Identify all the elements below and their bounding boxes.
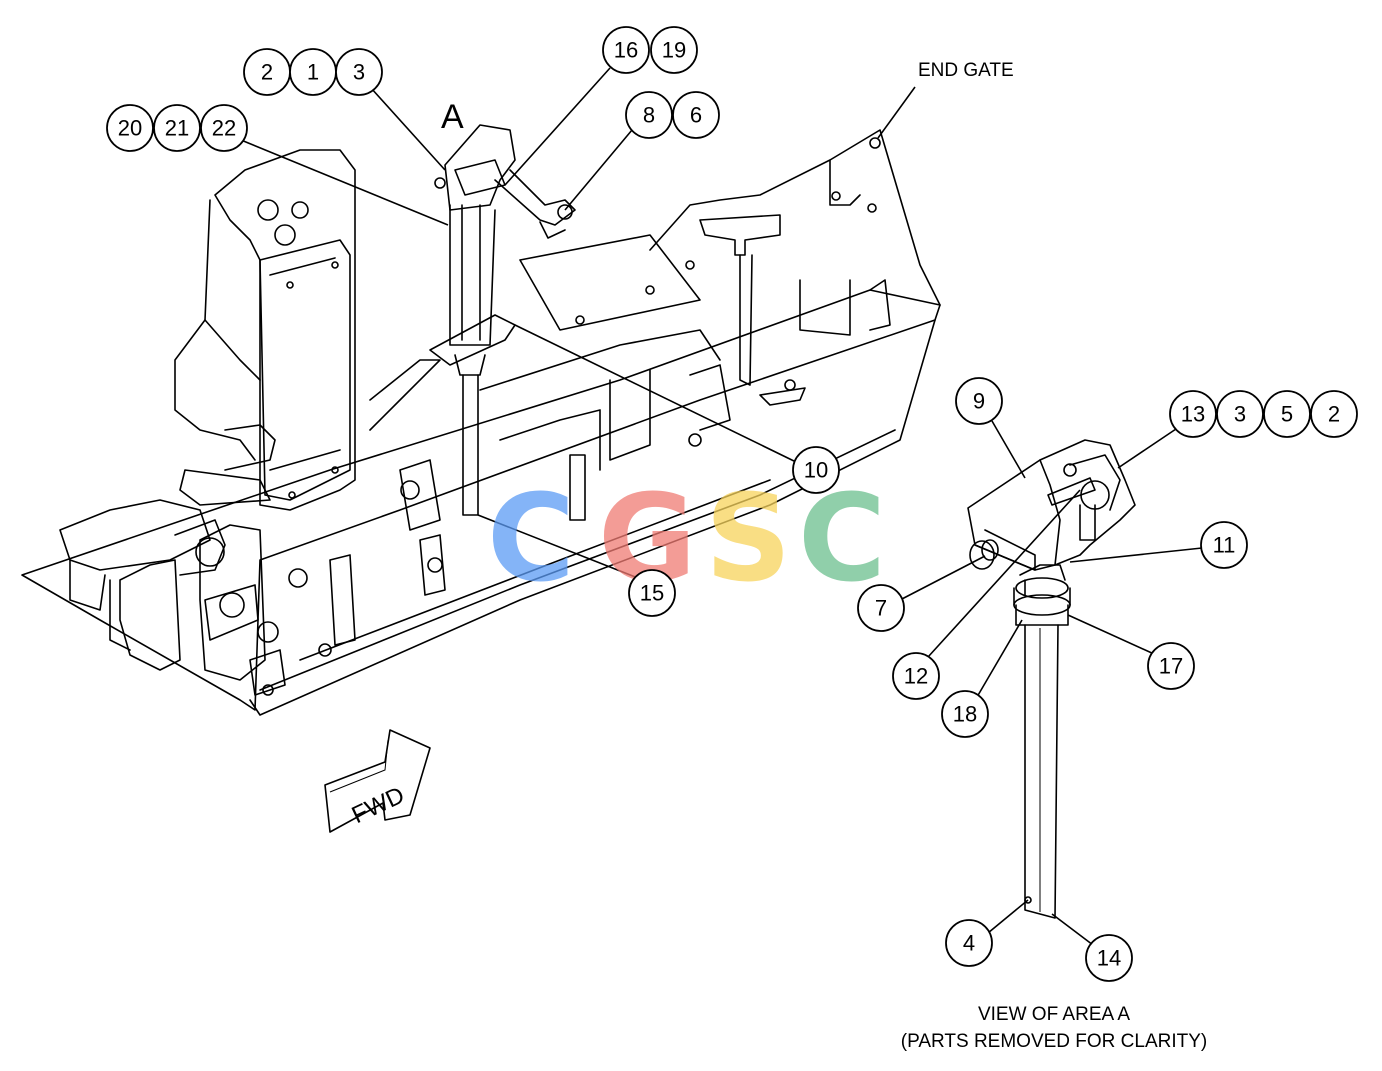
svg-text:16: 16 — [614, 38, 638, 63]
callout-1: 1 — [289, 48, 337, 96]
callout-21: 21 — [153, 104, 201, 152]
callout-19: 19 — [650, 26, 698, 74]
view-title-line1: VIEW OF AREA A — [978, 1004, 1130, 1025]
callout-3b: 3 — [1216, 390, 1264, 438]
callouts: 2 1 3 20 21 22 16 19 8 6 10 15 9 13 3 5 … — [106, 26, 1358, 982]
callout-8: 8 — [625, 91, 673, 139]
svg-text:19: 19 — [662, 38, 686, 63]
svg-text:21: 21 — [165, 116, 189, 141]
detail-view-a-drawing — [967, 439, 1136, 919]
callout-14: 14 — [1085, 934, 1133, 982]
watermark-logo: C G S C — [487, 470, 886, 609]
view-title-line2: (PARTS REMOVED FOR CLARITY) — [901, 1031, 1208, 1052]
watermark-letter-1: C — [487, 470, 575, 609]
callout-2: 2 — [243, 48, 291, 96]
callout-11: 11 — [1200, 521, 1248, 569]
svg-text:4: 4 — [963, 931, 975, 956]
watermark-letter-3: S — [705, 470, 791, 609]
svg-text:6: 6 — [690, 103, 702, 128]
svg-text:11: 11 — [1213, 533, 1236, 558]
fwd-arrow: FWD — [324, 729, 431, 833]
callout-17: 17 — [1147, 642, 1195, 690]
callout-18: 18 — [941, 690, 989, 738]
svg-text:15: 15 — [640, 581, 664, 606]
svg-text:9: 9 — [973, 389, 985, 414]
svg-text:8: 8 — [643, 103, 655, 128]
callout-4: 4 — [945, 919, 993, 967]
callout-9: 9 — [955, 377, 1003, 425]
svg-text:1: 1 — [307, 60, 319, 85]
callout-5: 5 — [1263, 390, 1311, 438]
svg-text:2: 2 — [1328, 402, 1340, 427]
svg-text:7: 7 — [875, 596, 887, 621]
end-gate-label: END GATE — [918, 60, 1014, 81]
svg-text:17: 17 — [1159, 654, 1183, 679]
leader-lines — [240, 67, 1203, 946]
callout-22: 22 — [200, 104, 248, 152]
svg-text:12: 12 — [904, 664, 928, 689]
callout-13: 13 — [1169, 390, 1217, 438]
callout-15: 15 — [628, 569, 676, 617]
svg-text:14: 14 — [1097, 946, 1121, 971]
callout-10: 10 — [792, 446, 840, 494]
callout-2b: 2 — [1310, 390, 1358, 438]
callout-3: 3 — [335, 48, 383, 96]
svg-text:22: 22 — [212, 116, 236, 141]
callout-7: 7 — [857, 584, 905, 632]
svg-text:13: 13 — [1181, 402, 1205, 427]
callout-12: 12 — [892, 652, 940, 700]
fwd-label: FWD — [348, 782, 409, 830]
svg-text:3: 3 — [353, 60, 365, 85]
svg-text:10: 10 — [804, 458, 828, 483]
area-a-label: A — [441, 98, 464, 136]
svg-text:5: 5 — [1281, 402, 1293, 427]
callout-16: 16 — [602, 26, 650, 74]
svg-text:2: 2 — [261, 60, 273, 85]
svg-text:18: 18 — [953, 702, 977, 727]
svg-text:3: 3 — [1234, 402, 1246, 427]
svg-text:20: 20 — [118, 116, 142, 141]
callout-20: 20 — [106, 104, 154, 152]
callout-6: 6 — [672, 91, 720, 139]
